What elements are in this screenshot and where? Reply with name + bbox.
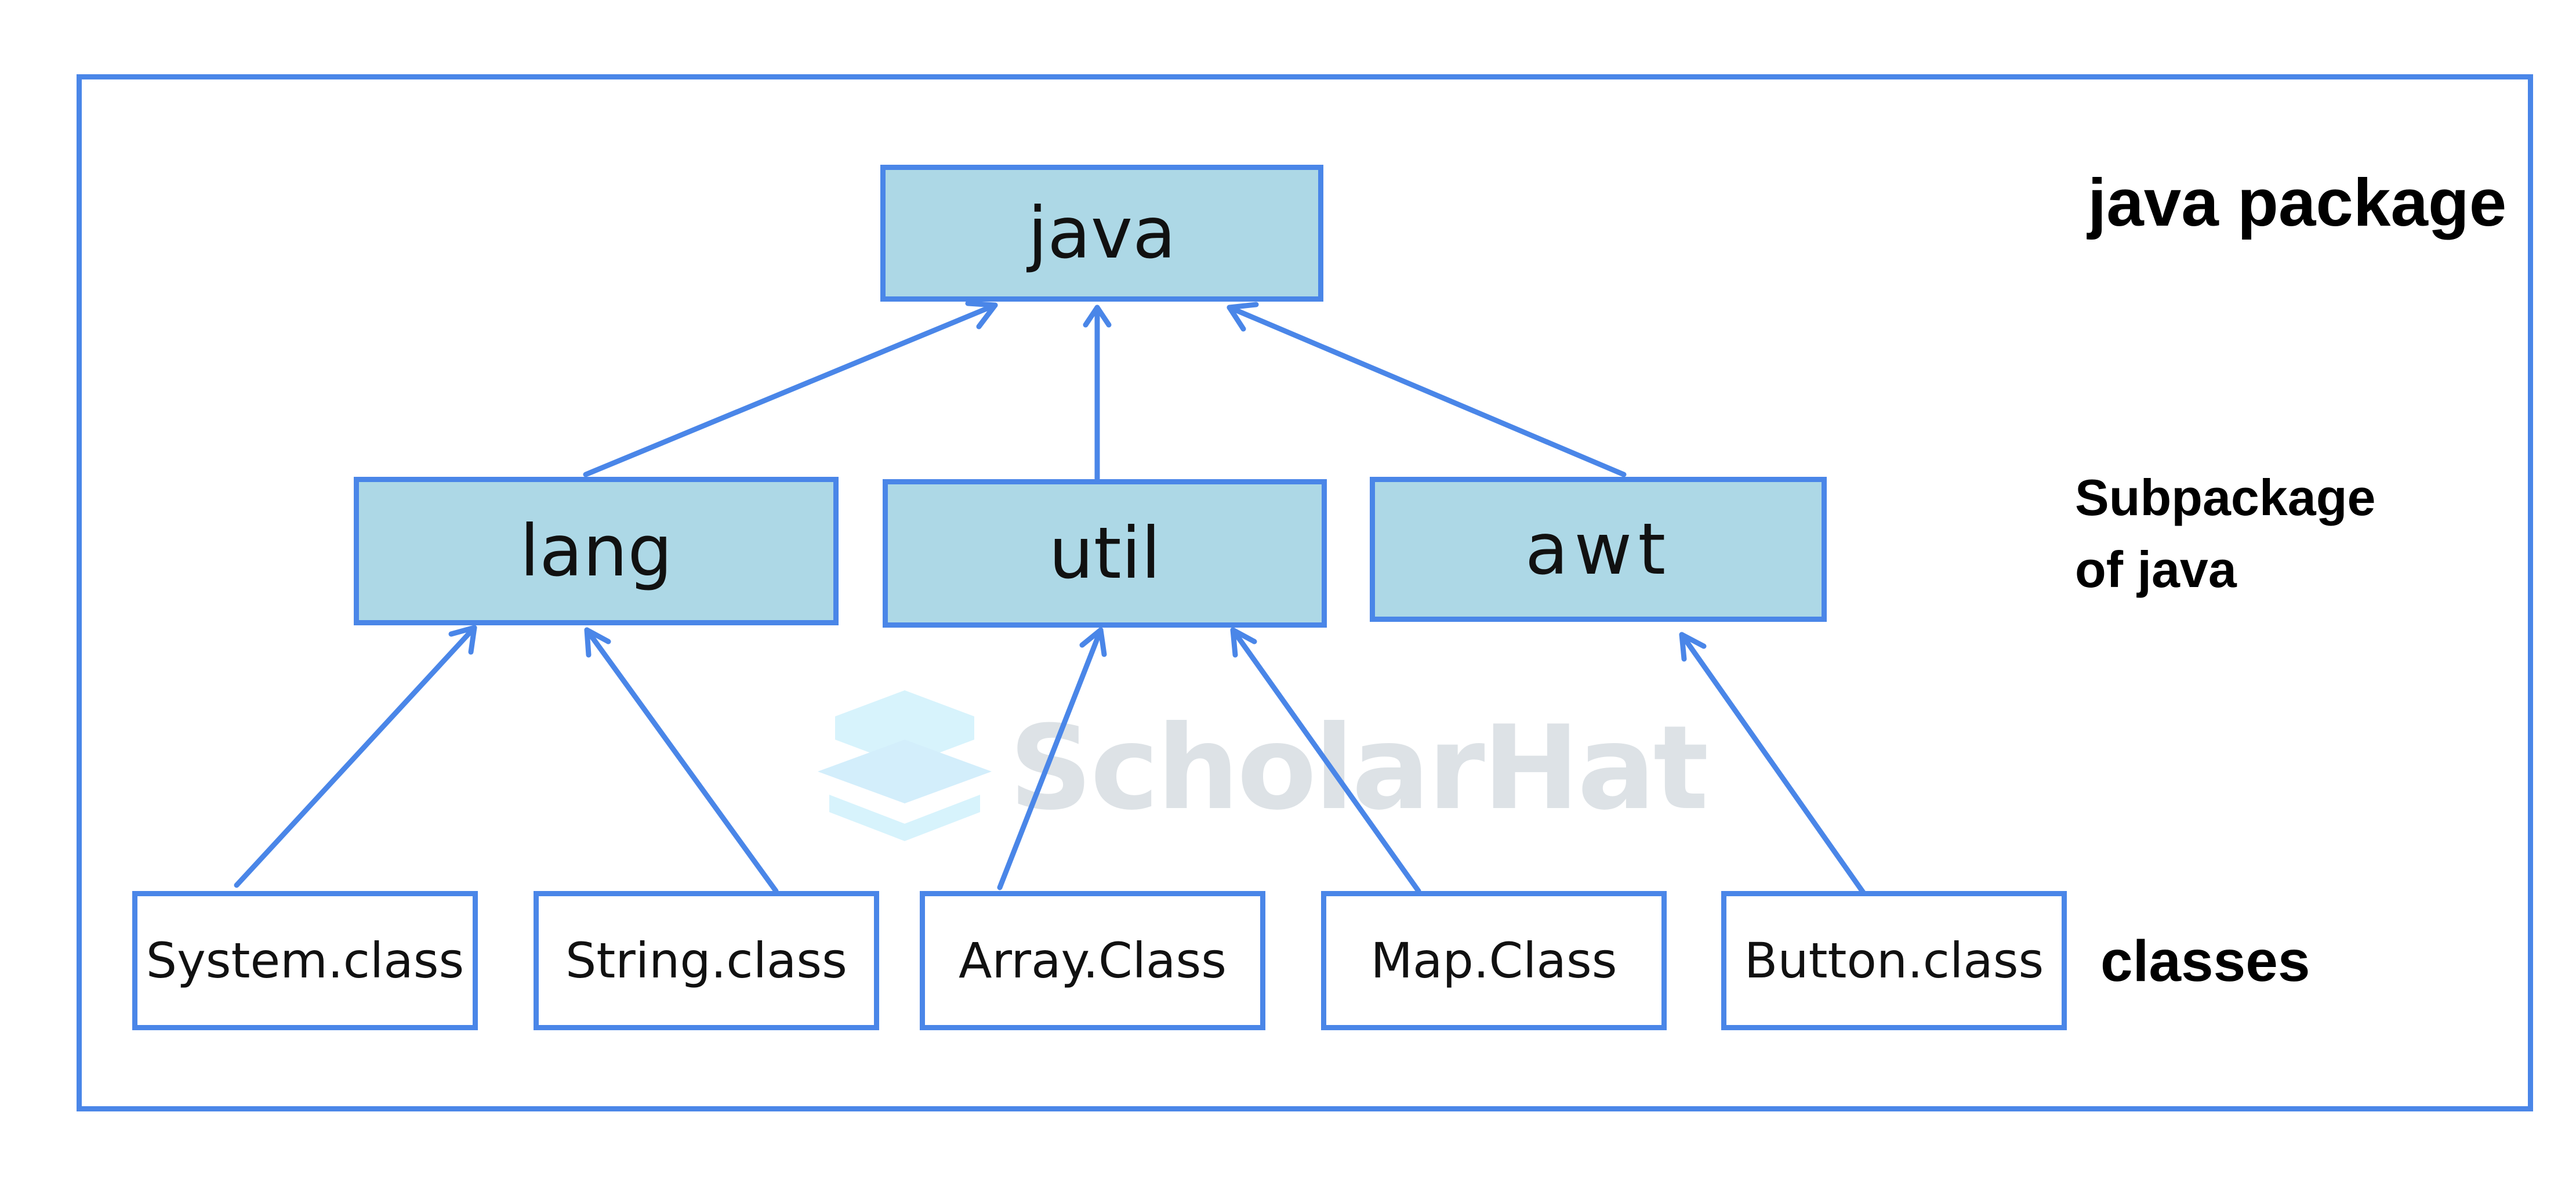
arrowhead-string-lang: [584, 627, 611, 658]
node-button-class-label: Button.class: [1744, 932, 2044, 989]
edge-string-lang: [584, 627, 779, 894]
edge-button-awt: [1679, 632, 1867, 896]
arrowhead-array-util: [1079, 627, 1107, 657]
scholarhat-logo-icon: [818, 690, 992, 841]
label-java-package: java package: [2088, 165, 2507, 240]
label-subpackage-line2: of java: [2075, 541, 2237, 598]
node-lang-label: lang: [520, 510, 673, 592]
node-java: java: [880, 165, 1323, 302]
edge-awt-java: [1227, 305, 1627, 477]
node-string-class-label: String.class: [565, 932, 847, 989]
arrowhead-lang-java: [965, 300, 998, 329]
edge-lang-java: [583, 302, 998, 477]
edge-map-util: [1230, 627, 1421, 894]
watermark-text: ScholarHat: [1009, 701, 1708, 836]
node-util: util: [883, 479, 1327, 628]
edge-system-lang: [234, 625, 477, 888]
arrowhead-map-util: [1230, 627, 1257, 658]
diagram-frame: [77, 74, 2533, 1111]
node-array-class: Array.Class: [920, 891, 1265, 1030]
edge-array-util: [997, 627, 1104, 890]
node-button-class: Button.class: [1721, 891, 2067, 1030]
node-awt: awt: [1370, 477, 1827, 622]
label-subpackage: Subpackage of java: [2075, 462, 2375, 606]
arrowhead-awt-java: [1227, 302, 1259, 332]
node-map-class-label: Map.Class: [1370, 932, 1617, 989]
node-array-class-label: Array.Class: [959, 932, 1227, 989]
node-awt-label: awt: [1525, 508, 1672, 591]
scholarhat-watermark: ScholarHat: [812, 684, 1708, 847]
node-string-class: String.class: [534, 891, 879, 1030]
arrowhead-button-awt: [1679, 632, 1707, 662]
node-system-class: System.class: [132, 891, 478, 1030]
arrowhead-system-lang: [448, 625, 477, 655]
node-java-label: java: [1028, 192, 1176, 274]
label-subpackage-line1: Subpackage: [2075, 469, 2376, 526]
node-map-class: Map.Class: [1321, 891, 1667, 1030]
node-system-class-label: System.class: [146, 932, 465, 989]
label-classes: classes: [2100, 929, 2310, 994]
node-lang: lang: [354, 477, 839, 625]
node-util-label: util: [1048, 512, 1161, 595]
arrowhead-util-java: [1083, 305, 1112, 328]
